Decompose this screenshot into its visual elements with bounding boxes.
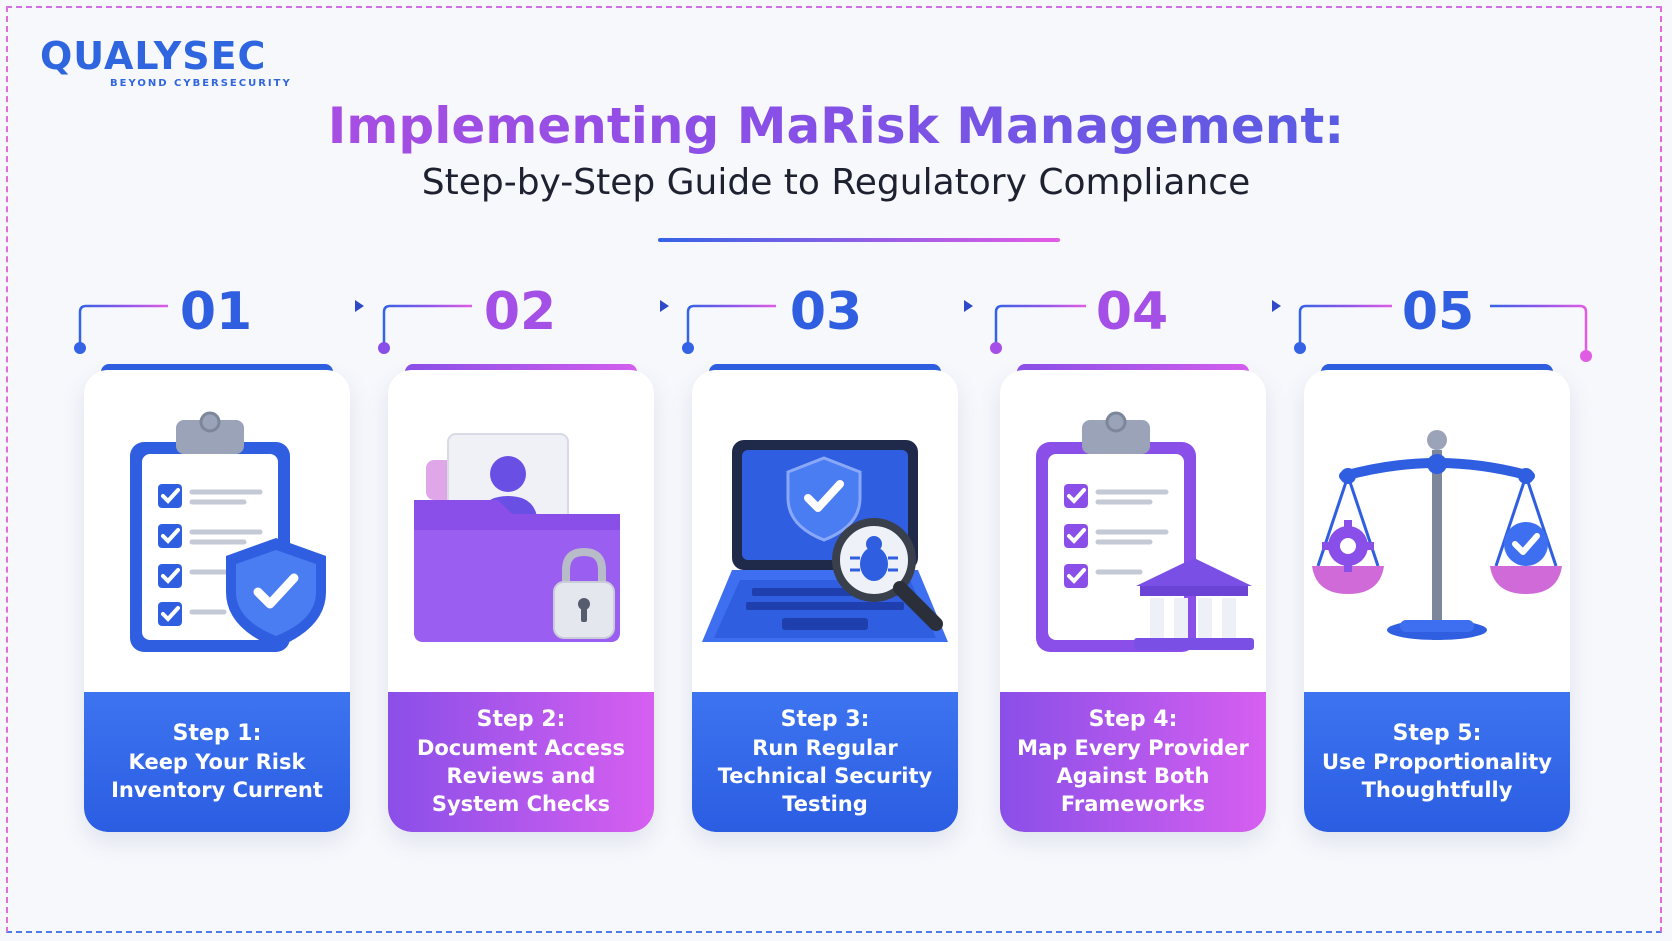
step-card-4: Step 4: Map Every Provider Against Both … — [1000, 370, 1266, 832]
step-caption-5: Step 5: Use Proportionality Thoughtfully — [1304, 692, 1570, 832]
step-caption-1: Step 1: Keep Your Risk Inventory Current — [84, 692, 350, 832]
page-frame — [6, 6, 1662, 933]
step-label-3: Step 3: — [780, 707, 870, 732]
step-description-4: Map Every Provider Against Both Framewor… — [1017, 736, 1249, 816]
step-description-5: Use Proportionality Thoughtfully — [1321, 750, 1552, 802]
page-subtitle: Step-by-Step Guide to Regulatory Complia… — [421, 162, 1251, 203]
step-number-4: 04 — [1095, 282, 1169, 342]
step-description-3: Run Regular Technical Security Testing — [717, 736, 933, 816]
clipboard-shield-icon — [130, 411, 326, 652]
step-card-5: Step 5: Use Proportionality Thoughtfully — [1304, 370, 1570, 832]
page-title: Implementing MaRisk Management: — [0, 96, 1672, 156]
clipboard-bank-icon — [1036, 411, 1254, 652]
step-number-3: 03 — [789, 282, 863, 342]
step-caption-3: Step 3: Run Regular Technical Security T… — [692, 692, 958, 832]
step-card-2: Step 2: Document Access Reviews and Syst… — [388, 370, 654, 832]
step-caption-2: Step 2: Document Access Reviews and Syst… — [388, 692, 654, 832]
step-card-3: Step 3: Run Regular Technical Security T… — [692, 370, 958, 832]
step-caption-4: Step 4: Map Every Provider Against Both … — [1000, 692, 1266, 832]
qualysec-logo: QUALYSEC BEYOND CYBERSECURITY — [40, 34, 300, 94]
step-description-2: Document Access Reviews and System Check… — [416, 736, 626, 816]
step-connector — [74, 300, 1592, 362]
title-divider — [658, 238, 1060, 242]
scales-icon — [1312, 430, 1562, 640]
step-card-1: Step 1: Keep Your Risk Inventory Current — [84, 370, 350, 832]
step-number-5: 05 — [1401, 282, 1475, 342]
laptop-bug-icon — [702, 440, 948, 642]
step-number-2: 02 — [483, 282, 557, 342]
step-label-2: Step 2: — [476, 707, 566, 732]
step-number-1: 01 — [179, 282, 253, 342]
step-label-1: Step 1: — [172, 721, 262, 746]
step-description-1: Keep Your Risk Inventory Current — [111, 750, 323, 802]
step-label-5: Step 5: — [1392, 721, 1482, 746]
step-label-4: Step 4: — [1088, 707, 1178, 732]
logo-tagline: BEYOND CYBERSECURITY — [110, 78, 292, 89]
logo-wordmark: QUALYSEC — [40, 34, 267, 78]
folder-lock-icon — [414, 433, 620, 642]
